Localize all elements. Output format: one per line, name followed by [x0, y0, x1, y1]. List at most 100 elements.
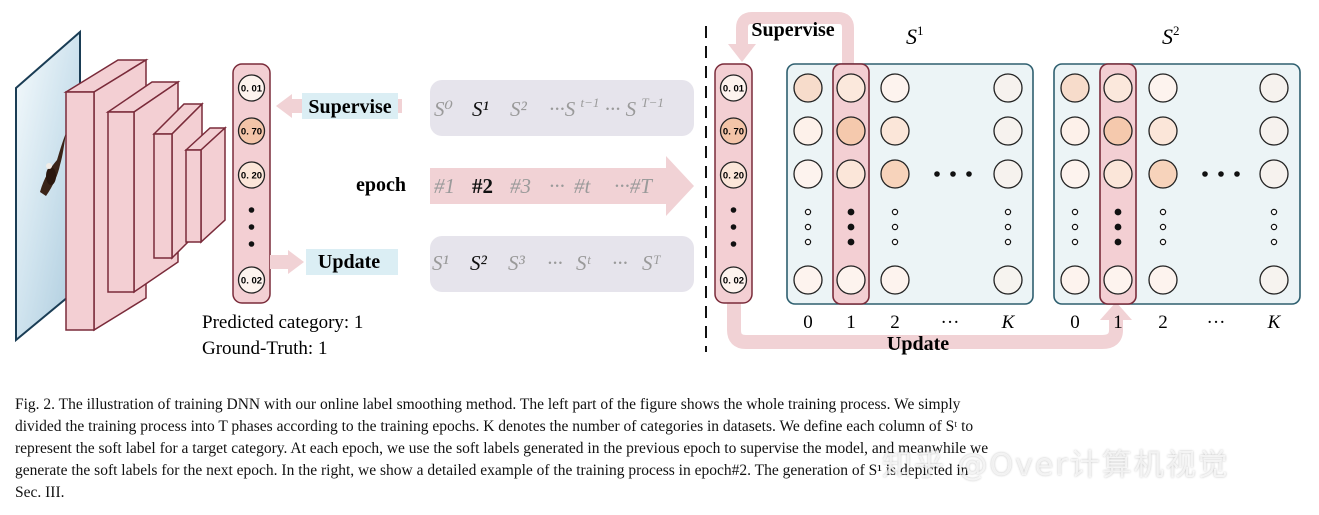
m2-col-dot	[1270, 238, 1278, 246]
m1-axis-dots: ···	[941, 312, 960, 333]
m2-cell	[1103, 265, 1133, 295]
ground-truth: Ground-Truth: 1	[202, 338, 327, 359]
matrix1-title-s: S	[906, 24, 917, 49]
left-prob-3: 0. 02	[241, 276, 262, 287]
m2-cell	[1259, 116, 1289, 146]
m2-col-dot	[1270, 223, 1278, 231]
m1-cell	[880, 265, 910, 295]
upd-s1: S¹	[432, 251, 449, 275]
m2-panel	[1053, 63, 1301, 305]
epoch-seq: #1 #2 #3 ··· #t ···#T	[434, 174, 653, 198]
caption-line-3: represent the soft label for a target ca…	[15, 440, 989, 457]
m1-col-dot	[804, 223, 812, 231]
m1-col-dot	[847, 208, 855, 216]
caption-line-1: Fig. 2. The illustration of training DNN…	[15, 396, 961, 413]
right-update-label: Update	[887, 333, 949, 355]
m2-col-dot	[1114, 208, 1122, 216]
m1-row-ellipsis-dot	[950, 171, 956, 177]
left-prob-vector: 0. 01 0. 70 0. 20 0. 02	[232, 63, 271, 304]
caption-line-5: Sec. III.	[15, 484, 65, 501]
supervise-seq: S⁰ S¹ S² ···S t−1 ··· S T−1	[434, 88, 664, 121]
m1-cell	[836, 265, 866, 295]
m1-cell	[880, 159, 910, 189]
m2-col-dot	[1071, 238, 1079, 246]
left-prob-2: 0. 20	[241, 171, 262, 182]
seq-s2: S²	[510, 97, 528, 121]
m2-col-dot	[1159, 238, 1167, 246]
left-supervise-row: Supervise S⁰ S¹ S² ···S t−1 ··· S T−1	[276, 80, 694, 136]
matrix2-axis: 0 1 2 ··· K	[1070, 312, 1281, 333]
figure: 0. 01 0. 70 0. 20 0. 02 Predicted catego…	[15, 12, 1301, 359]
seq-t-minus-1: t−1	[581, 95, 600, 110]
m1-cell	[880, 116, 910, 146]
m2-col-dot	[1114, 223, 1122, 231]
m1-cell	[993, 159, 1023, 189]
m1-col-dot	[891, 238, 899, 246]
upd-s3: S³	[508, 251, 526, 275]
m2-cell	[1148, 159, 1178, 189]
m2-axis-0: 0	[1070, 312, 1080, 333]
m1-cell	[793, 116, 823, 146]
right-prob-0: 0. 01	[723, 84, 745, 95]
epoch-T: ···#T	[614, 174, 653, 198]
m2-cell	[1259, 73, 1289, 103]
m2-row-ellipsis-dot	[1218, 171, 1224, 177]
m1-row-ellipsis-dot	[966, 171, 972, 177]
m1-cell	[793, 159, 823, 189]
upd-sT: Sᵀ	[642, 251, 662, 275]
predicted-category: Predicted category: 1	[202, 312, 363, 333]
caption-line-4: generate the soft labels for the next ep…	[15, 462, 969, 479]
m2-axis-k: K	[1267, 312, 1282, 333]
m1-axis-0: 0	[803, 312, 813, 333]
matrix2-title-s: S	[1162, 24, 1173, 49]
m2-col-dot	[1071, 223, 1079, 231]
m2-cell	[1259, 265, 1289, 295]
figure-svg: 0. 01 0. 70 0. 20 0. 02 Predicted catego…	[15, 12, 1301, 359]
m2-axis-2: 2	[1158, 312, 1168, 333]
m1-cell	[793, 265, 823, 295]
right-update-arrow: Update	[727, 300, 1132, 355]
m2-cell	[1103, 116, 1133, 146]
m1-axis-2: 2	[890, 312, 900, 333]
eagle-icon	[40, 133, 66, 196]
upd-dots-2: ···	[612, 251, 628, 275]
m2-cell	[1060, 265, 1090, 295]
seq-dots-sT: ··· S	[605, 97, 637, 121]
right-supervise-arrow: Supervise	[728, 12, 854, 64]
m1-col-dot	[847, 238, 855, 246]
matrix2-title-sup: 2	[1173, 23, 1180, 38]
left-prob-1: 0. 70	[241, 127, 262, 138]
matrix1-axis: 0 1 2 ··· K	[803, 312, 1015, 333]
m1-cell	[993, 73, 1023, 103]
m2-cell	[1148, 116, 1178, 146]
m2-cell	[1148, 265, 1178, 295]
m1-col-dot	[804, 208, 812, 216]
matrix2-title: S2	[1162, 23, 1180, 49]
matrix1-title-sup: 1	[917, 23, 924, 38]
left-prob-0: 0. 01	[241, 84, 263, 95]
m2-col-dot	[1071, 208, 1079, 216]
m2-cell	[1259, 159, 1289, 189]
right-supervise-label: Supervise	[751, 19, 834, 41]
epoch-label: epoch	[356, 174, 406, 196]
left-update-row: Update S¹ S² S³ ··· Sᵗ ··· Sᵀ	[270, 236, 694, 292]
m1-cell	[836, 159, 866, 189]
upd-st: Sᵗ	[576, 251, 592, 275]
matrix-s2	[1053, 63, 1301, 305]
m1-row-ellipsis-dot	[934, 171, 940, 177]
m2-col-dot	[1159, 208, 1167, 216]
m1-col-dot	[804, 238, 812, 246]
m2-col-dot	[1270, 208, 1278, 216]
seq-s1: S¹	[472, 97, 489, 121]
m2-axis-dots: ···	[1207, 312, 1226, 333]
update-seq: S¹ S² S³ ··· Sᵗ ··· Sᵀ	[432, 251, 662, 275]
m2-cell	[1060, 73, 1090, 103]
m1-cell	[880, 73, 910, 103]
m2-row-ellipsis-dot	[1202, 171, 1208, 177]
epoch-2: #2	[472, 174, 493, 198]
m1-axis-1: 1	[846, 312, 856, 333]
right-prob-vector: 0. 01 0. 70 0. 20 0. 02	[714, 63, 753, 304]
m1-cell	[836, 116, 866, 146]
m1-col-dot	[1004, 223, 1012, 231]
seq-T-minus-1: T−1	[641, 95, 664, 110]
